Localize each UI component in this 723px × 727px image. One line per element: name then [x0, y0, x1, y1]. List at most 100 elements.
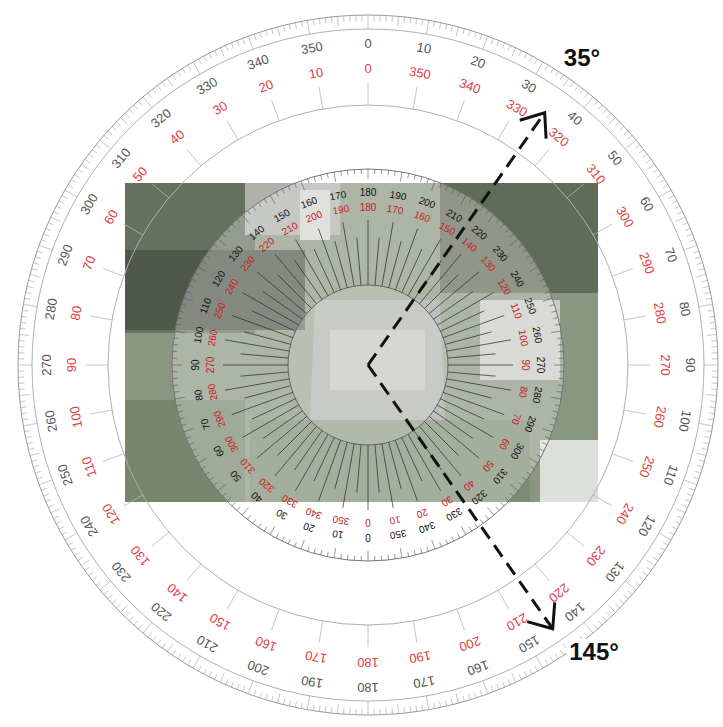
degree-tick	[195, 455, 199, 457]
radial-line	[86, 365, 108, 366]
radial-line	[103, 269, 124, 277]
radial-line	[535, 149, 549, 166]
degree-tick	[653, 169, 658, 172]
degree-tick	[134, 621, 138, 625]
degree-tick	[480, 34, 482, 40]
degree-tick	[663, 185, 668, 188]
outer-degree-number: 90	[684, 358, 697, 372]
dashed-arrow	[368, 114, 544, 365]
degree-tick	[663, 542, 668, 545]
degree-tick	[153, 89, 157, 94]
degree-tick	[18, 352, 24, 353]
radial-line	[272, 100, 280, 121]
outer-reverse-number: 300	[614, 204, 636, 229]
degree-tick	[314, 177, 315, 182]
degree-tick	[555, 654, 558, 659]
degree-tick	[253, 520, 256, 524]
degree-tick	[625, 140, 636, 149]
outer-degree-number: 120	[636, 513, 658, 538]
degree-tick	[709, 322, 715, 324]
arrow-head	[527, 602, 555, 628]
degree-tick	[206, 255, 210, 258]
outer-reverse-number: 270	[659, 354, 672, 376]
degree-tick	[409, 18, 411, 24]
degree-tick	[218, 485, 226, 491]
degree-tick	[68, 542, 73, 545]
degree-tick	[695, 257, 701, 259]
degree-tick	[696, 274, 706, 277]
degree-tick	[143, 97, 152, 108]
degree-tick	[88, 154, 93, 158]
degree-tick	[558, 384, 563, 386]
degree-tick	[188, 660, 191, 665]
degree-tick	[474, 32, 476, 38]
radial-line	[227, 121, 238, 140]
degree-tick	[699, 304, 713, 306]
degree-tick	[497, 684, 499, 690]
degree-tick	[529, 458, 538, 463]
outer-degree-number: 330	[194, 75, 219, 97]
degree-tick	[182, 304, 187, 306]
degree-tick	[59, 201, 64, 204]
degree-tick	[545, 660, 548, 665]
degree-tick	[176, 405, 181, 406]
degree-tick	[220, 673, 224, 682]
degree-tick	[209, 672, 212, 677]
outer-degree-number: 70	[662, 246, 679, 264]
degree-tick	[254, 34, 256, 40]
outer-degree-number: 180	[357, 681, 379, 694]
radial-line	[357, 445, 361, 493]
degree-tick	[552, 311, 557, 312]
degree-tick	[689, 488, 695, 490]
outer-reverse-number: 260	[652, 405, 669, 429]
degree-tick	[584, 622, 593, 633]
degree-tick	[277, 27, 280, 37]
outer-reverse-number: 150	[207, 611, 232, 633]
degree-tick	[486, 516, 489, 520]
outer-reverse-number: 140	[165, 581, 190, 605]
radial-line	[272, 609, 280, 630]
degree-tick	[88, 572, 93, 576]
degree-tick	[174, 337, 179, 339]
degree-tick	[523, 250, 527, 253]
outer-reverse-number: 160	[254, 634, 279, 654]
degree-tick	[27, 286, 33, 287]
degree-tick	[542, 285, 547, 287]
radial-line	[498, 121, 509, 140]
radial-line	[335, 442, 347, 488]
degree-tick	[143, 622, 152, 633]
inner-reverse-number: 100	[516, 329, 529, 347]
degree-tick	[325, 18, 327, 24]
outer-degree-number: 160	[466, 658, 491, 678]
degree-tick	[709, 406, 715, 408]
outer-reverse-number: 190	[408, 649, 432, 666]
degree-tick	[331, 707, 333, 713]
degree-tick	[530, 466, 534, 469]
degree-tick	[704, 365, 718, 366]
outer-reverse-number: 330	[504, 97, 529, 119]
degree-tick	[81, 560, 89, 566]
degree-tick	[30, 274, 40, 277]
degree-tick	[232, 502, 235, 506]
degree-tick	[27, 442, 33, 443]
radial-line	[445, 386, 491, 398]
degree-tick	[51, 509, 60, 513]
radial-line	[443, 315, 504, 337]
degree-tick	[96, 145, 101, 149]
degree-tick	[380, 15, 381, 21]
radial-line	[382, 444, 393, 508]
degree-tick	[184, 429, 193, 432]
radial-line	[612, 269, 633, 277]
degree-tick	[227, 498, 231, 501]
degree-tick	[19, 388, 25, 389]
radial-line	[498, 590, 509, 609]
degree-tick	[508, 45, 510, 50]
degree-tick	[173, 384, 178, 386]
degree-tick	[272, 696, 274, 702]
radial-line	[296, 434, 329, 490]
degree-tick	[501, 224, 504, 228]
degree-tick	[248, 36, 253, 49]
degree-tick	[33, 263, 39, 265]
degree-tick	[446, 539, 448, 544]
